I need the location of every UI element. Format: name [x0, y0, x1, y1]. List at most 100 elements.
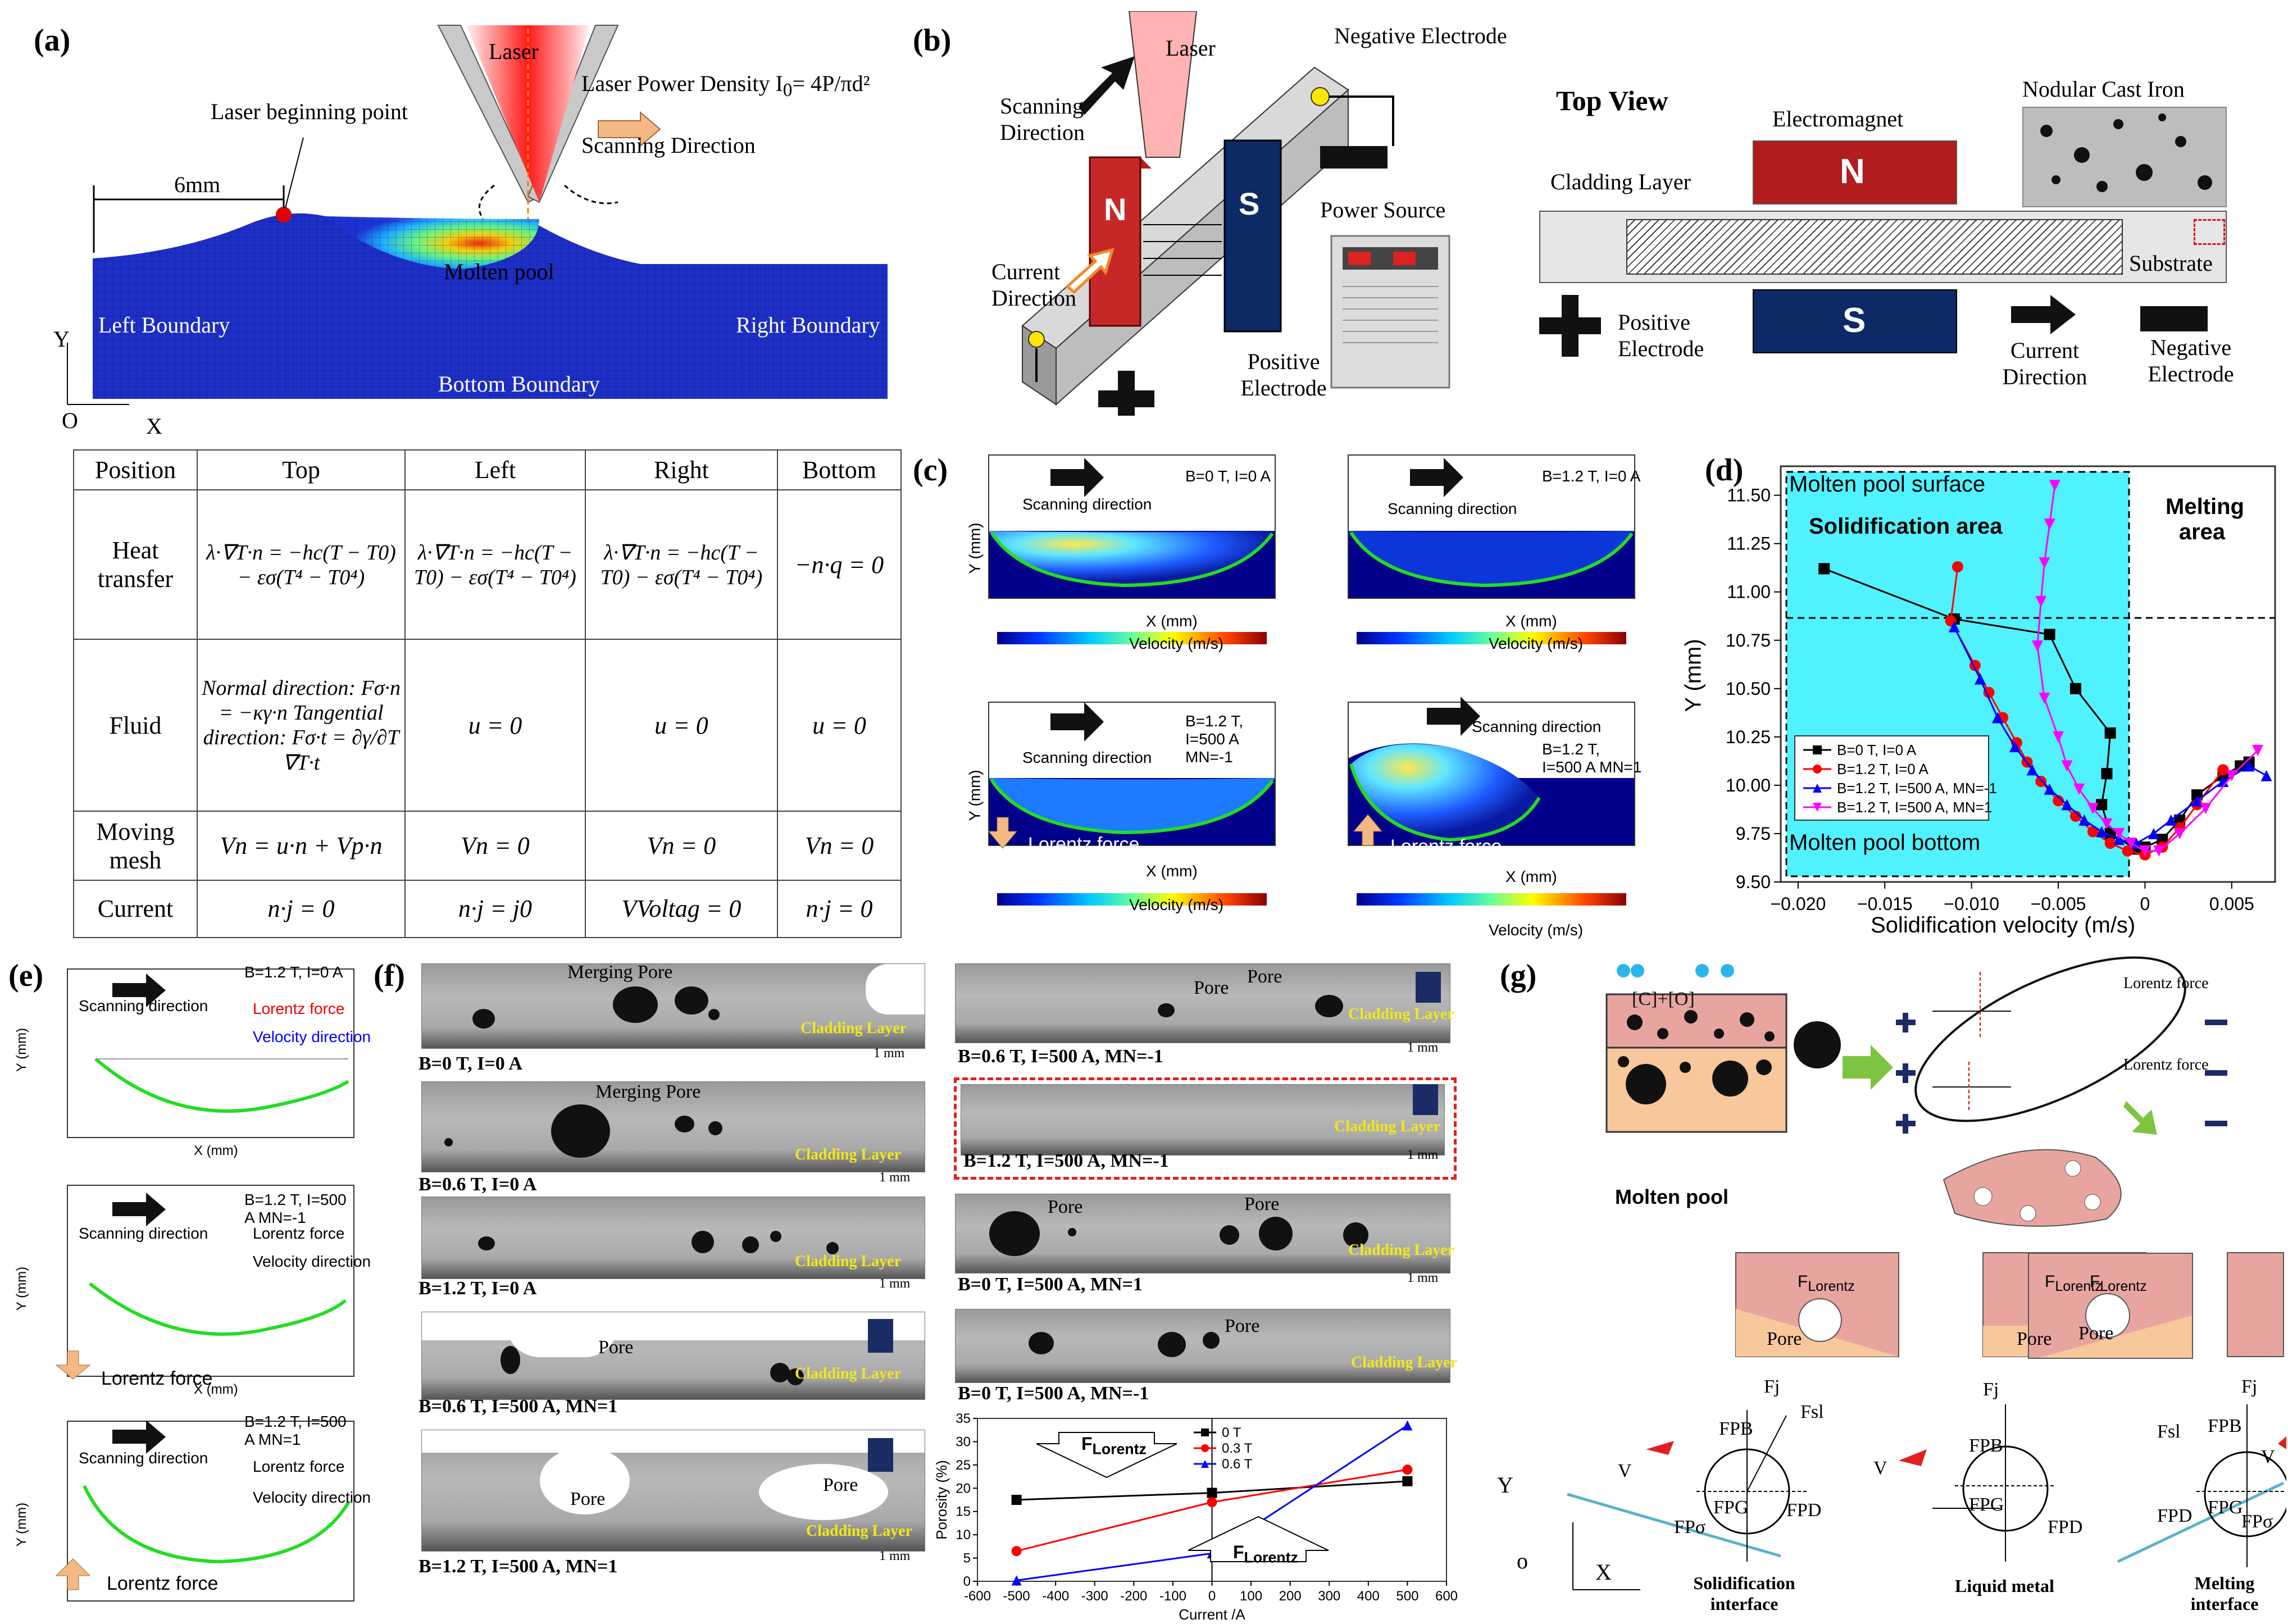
melting-interface-label: Melting interface	[2190, 1573, 2259, 1614]
force-label: Fj	[1983, 1379, 1999, 1400]
y-tick-label: 11.00	[1727, 582, 1771, 602]
x-tick-label: -100	[1159, 1589, 1186, 1604]
force-label: FPD	[2157, 1505, 2193, 1526]
data-point	[1011, 1575, 1022, 1586]
data-point	[2053, 795, 2064, 807]
force-label: V	[1873, 1458, 1887, 1479]
data-point	[2101, 818, 2113, 830]
electromagnet-n-block	[1753, 140, 1957, 204]
table-header: Right	[584, 449, 779, 491]
bottom-boundary-label: Bottom Boundary	[438, 371, 600, 397]
y-axis-label: Porosity (%)	[933, 1460, 950, 1540]
micrograph	[421, 1430, 925, 1552]
xlabel: X (mm)	[1146, 862, 1198, 880]
panel-b-setup	[1021, 11, 1450, 416]
legend-marker	[1813, 784, 1822, 793]
cell: n·j = 0	[197, 879, 406, 939]
table-row: Moving mesh Vn = u·n + Vp·n Vn = 0 Vn = …	[73, 811, 902, 881]
micrograph	[421, 963, 925, 1049]
micrograph-caption: B=1.2 T, I=500 A, MN=-1	[963, 1150, 1169, 1171]
x-tick-label: 400	[1357, 1589, 1380, 1604]
ylabel: Y (mm)	[966, 770, 984, 821]
data-point	[2104, 838, 2116, 849]
colorbar-label: Velocity (m/s)	[1129, 896, 1224, 913]
y-tick-label: 9.50	[1736, 872, 1771, 892]
x-axis-label: Current /A	[1179, 1606, 1245, 1623]
row-name: Fluid	[73, 638, 198, 812]
cladding-layer-label: Cladding Layer	[1348, 1241, 1455, 1259]
legend-entry: B=1.2 T, I=0 A	[1837, 761, 1929, 777]
cladding-layer-block	[1626, 219, 2123, 275]
plot-note: Scanning direction	[1388, 500, 1517, 517]
cladding-layer-label: Cladding Layer	[795, 1253, 902, 1270]
melting-area-label: Melting area	[2166, 494, 2244, 544]
solidification-interface-label: Solidification interface	[1693, 1573, 1795, 1614]
cladding-layer-label: Cladding Layer	[795, 1146, 902, 1163]
colorbar-label: Velocity (m/s)	[1489, 921, 1584, 939]
data-point	[1207, 1487, 1217, 1498]
micrograph-caption: B=0 T, I=500 A, MN=1	[958, 1274, 1143, 1295]
data-point	[1948, 621, 1960, 633]
xlabel: X (mm)	[194, 1382, 238, 1397]
micrograph	[955, 1194, 1450, 1273]
x-tick-label: -300	[1081, 1589, 1108, 1604]
y-tick-label: 9.75	[1736, 824, 1771, 844]
y-tick-label: 5	[963, 1551, 971, 1566]
cladding-layer-label: Cladding Layer	[1351, 1354, 1458, 1371]
force-label: FPσ	[2241, 1511, 2273, 1532]
current-direction-label: Current Direction	[991, 259, 1077, 311]
micrograph-caption: B=0 T, I=500 A, MN=-1	[958, 1383, 1149, 1404]
plot-note: Scanning direction	[79, 997, 208, 1015]
table-header: Top	[197, 449, 406, 491]
xlabel: X (mm)	[1505, 612, 1557, 630]
row-name: Moving mesh	[73, 811, 198, 881]
micrograph	[421, 1197, 925, 1279]
cell: n·j = 0	[777, 879, 902, 939]
laser-label: Laser	[489, 39, 539, 64]
colorbar-label: Velocity (m/s)	[1489, 635, 1584, 652]
axis-o-label: o	[1517, 1548, 1528, 1573]
data-point	[2078, 814, 2090, 826]
data-point	[1402, 1420, 1413, 1431]
y-tick-label: 10.00	[1726, 775, 1771, 795]
legend-marker	[1813, 745, 1822, 754]
pore-label: Pore	[598, 1337, 634, 1358]
data-point	[2096, 799, 2108, 811]
legend-entry: 0.3 T	[1222, 1441, 1253, 1456]
data-point	[2073, 783, 2085, 795]
legend-lorentz: Lorentz force	[253, 1000, 345, 1017]
data-point	[1207, 1497, 1217, 1508]
data-point	[1402, 1464, 1413, 1475]
data-point	[2217, 764, 2229, 776]
data-point	[2087, 826, 2099, 838]
y-tick-label: 10	[956, 1527, 971, 1543]
top-view-title: Top View	[1556, 85, 1668, 116]
data-point	[2113, 834, 2125, 845]
y-tick-label: 15	[956, 1504, 971, 1520]
cladding-layer-label: Cladding Layer	[800, 1020, 907, 1037]
x-tick-label: -400	[1042, 1589, 1069, 1604]
melting-interface-box	[2028, 1253, 2193, 1359]
data-point	[2035, 776, 2047, 788]
y-tick-label: 10.75	[1726, 630, 1771, 650]
micrograph-caption: B=0.6 T, I=0 A	[419, 1174, 537, 1195]
plot-title: B=1.2 T, I=500 A MN=1	[1542, 740, 1642, 776]
pore-label: Pore	[1247, 966, 1282, 987]
row-name: Current	[73, 879, 198, 939]
panel-c-label: (c)	[913, 453, 948, 488]
data-point	[2153, 845, 2165, 857]
micrograph-caption: B=1.2 T, I=0 A	[419, 1278, 537, 1299]
scale-bar: 1 mm	[874, 1046, 905, 1061]
data-point	[2226, 770, 2237, 781]
f-lorentz-label: FLorentz	[2045, 1272, 2102, 1294]
series-line	[1823, 568, 2250, 850]
cell: u = 0	[584, 638, 779, 812]
lorentz-up-arrow	[868, 1319, 893, 1353]
ylabel: Y (mm)	[14, 1266, 30, 1311]
micrograph	[955, 963, 1450, 1043]
y-tick-label: 25	[956, 1458, 971, 1473]
legend-entry: B=0 T, I=0 A	[1837, 742, 1917, 758]
data-point	[2260, 770, 2272, 781]
pore-label: Pore	[1048, 1197, 1083, 1217]
